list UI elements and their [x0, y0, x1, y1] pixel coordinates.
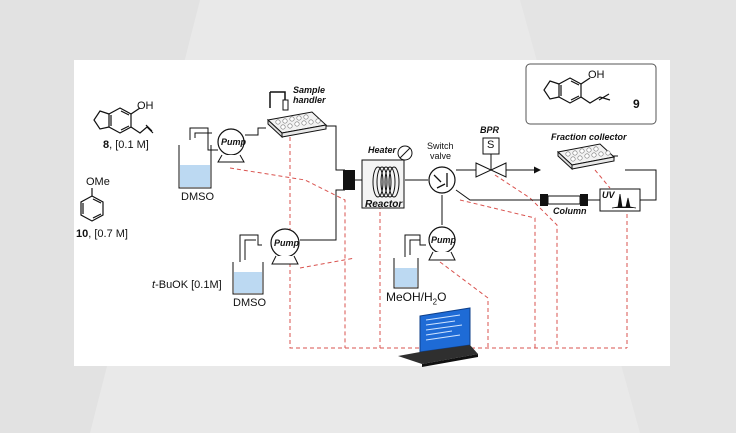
switch-valve-label-2: valve [430, 151, 452, 161]
meoh-subscript: 2 [432, 297, 438, 307]
pump-1 [217, 128, 245, 163]
compound-10-conc: , [0.7 M] [88, 228, 128, 240]
flow-line-dmso2-b [244, 239, 256, 260]
compound-8-label: 8, [0.1 M] [103, 140, 149, 151]
dmso-vessel-2 [232, 262, 264, 295]
heater-gauge-icon [397, 145, 413, 161]
signal-line-sample-handler [289, 130, 627, 349]
compound-9-box [525, 63, 657, 125]
signal-line-pump3 [439, 261, 489, 348]
compound-9-oh: OH [588, 69, 605, 81]
sample-handler-label-2: handler [293, 95, 326, 105]
reactor [361, 159, 405, 209]
signal-lines [229, 130, 628, 349]
flow-line-dmso1 [189, 127, 218, 151]
fraction-collector-label: Fraction collector [551, 132, 627, 142]
compound-8-conc: , [0.1 M] [109, 139, 149, 151]
meoh-end: O [437, 290, 447, 304]
tbuok-label: t-BuOK [0.1M] [152, 280, 222, 291]
flow-line-pump1-out [245, 127, 266, 136]
compound-9-structure [543, 77, 611, 104]
pump-2 [270, 228, 300, 265]
compound-8-structure [93, 107, 154, 134]
bpr-letter: S [487, 139, 495, 151]
flow-line-meoh [404, 234, 426, 257]
bpr-label: BPR [480, 125, 500, 135]
bpr-valve [475, 137, 507, 178]
sample-handler-label-1: Sample [293, 85, 326, 95]
compound-10-label: 10, [0.7 M] [76, 229, 128, 240]
switch-valve-label-1: Switch [427, 141, 454, 151]
diagram-panel [74, 60, 670, 366]
laptop-icon [398, 307, 478, 367]
meoh-main: MeOH/H [386, 290, 433, 304]
compound-10-structure [80, 188, 104, 222]
column-label: Column [553, 206, 587, 216]
flow-line-uv-return [625, 169, 657, 201]
meoh-vessel [393, 258, 419, 289]
tbuok-prefix: t [152, 279, 156, 291]
pump-3 [428, 226, 456, 261]
compound-8-number: 8 [103, 139, 110, 151]
flow-line-dmso1-b [194, 132, 212, 138]
dmso-label-1: DMSO [181, 191, 214, 203]
meoh-label: MeOH/H2O [386, 291, 446, 306]
column [540, 194, 588, 206]
compound-10-number: 10 [76, 228, 89, 240]
dmso-label-2: DMSO [233, 297, 266, 309]
signal-line-pump2 [299, 257, 356, 269]
pump-3-label: Pump [431, 235, 457, 245]
flow-line-dmso2 [239, 234, 262, 262]
compound-8-oh: OH [137, 100, 154, 112]
sample-handler [266, 91, 328, 139]
flow-line-handler-out [320, 125, 345, 171]
flow-line-pump2-out [300, 189, 345, 241]
switch-valve [428, 166, 456, 194]
pump-2-label: Pump [274, 238, 300, 248]
signal-line-pump1 [229, 167, 346, 348]
flow-line-valve-column [455, 189, 540, 201]
signal-line-valve [459, 199, 536, 348]
reactor-label: Reactor [365, 199, 403, 210]
compound-9-number: 9 [633, 97, 640, 111]
signal-line-bpr [494, 174, 558, 348]
dmso-vessel-1 [178, 145, 212, 189]
flow-line-meoh-b [409, 239, 420, 255]
fraction-collector [556, 143, 616, 171]
uv-detector [599, 188, 641, 212]
uv-label: UV [602, 190, 615, 200]
signal-line-fraction [594, 169, 611, 189]
pump-1-label: Pump [221, 137, 247, 147]
tbuok-rest: -BuOK [0.1M] [155, 279, 222, 291]
t-junction [343, 170, 355, 190]
heater-label: Heater [368, 145, 397, 155]
compound-10-ome: OMe [86, 176, 110, 188]
